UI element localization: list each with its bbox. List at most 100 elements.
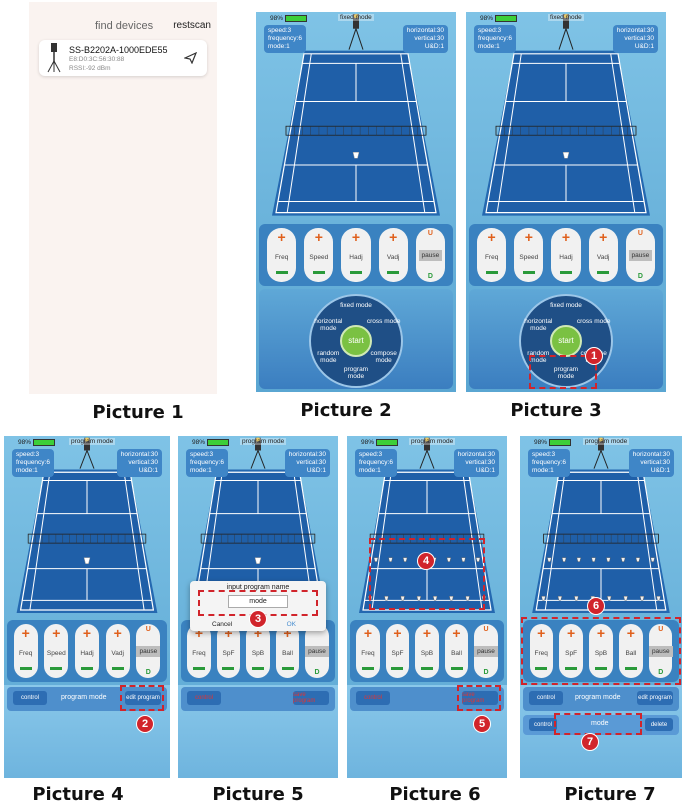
shuttle-marker[interactable] <box>591 557 596 562</box>
edit-program-button[interactable]: edit program <box>125 691 161 706</box>
rescan-button[interactable]: restscan <box>173 20 211 31</box>
minus-icon[interactable] <box>349 271 362 274</box>
plus-icon[interactable]: + <box>314 229 323 245</box>
program-name-input[interactable]: mode <box>228 595 288 608</box>
save-program-button[interactable]: save program <box>293 691 329 706</box>
shuttle-marker[interactable] <box>373 557 379 562</box>
plus-icon[interactable]: + <box>393 625 402 642</box>
shuttle-marker[interactable] <box>606 596 612 601</box>
control-spf[interactable]: +SpF <box>559 624 583 679</box>
up-button[interactable]: U <box>637 230 643 237</box>
control-speed[interactable]: +Speed <box>304 228 334 282</box>
shuttle-marker[interactable] <box>400 596 405 601</box>
wheel-horizontal-mode[interactable]: horizontal mode <box>314 318 343 333</box>
pause-button[interactable]: pause <box>648 645 673 657</box>
shuttle-marker[interactable] <box>541 596 546 601</box>
wheel-program-mode[interactable]: program mode <box>343 365 369 380</box>
minus-icon[interactable] <box>281 667 294 671</box>
start-button[interactable]: start <box>550 325 582 357</box>
control-hadj[interactable]: +Hadj <box>75 624 99 679</box>
delete-program-button[interactable]: delete <box>645 718 673 732</box>
shuttle-marker[interactable] <box>475 557 481 562</box>
control-speed[interactable]: +Speed <box>44 624 69 679</box>
plus-icon[interactable]: + <box>422 625 432 642</box>
plus-icon[interactable]: + <box>21 625 30 642</box>
edit-program-button[interactable]: edit program <box>637 691 673 706</box>
down-button[interactable]: D <box>483 669 489 677</box>
shuttle-marker[interactable] <box>639 596 645 601</box>
shuttle-marker[interactable] <box>388 557 393 562</box>
minus-icon[interactable] <box>251 667 264 671</box>
control-ball[interactable]: +Ball <box>444 624 469 679</box>
minus-icon[interactable] <box>450 667 463 671</box>
control-vadj[interactable]: +Vadj <box>105 624 130 679</box>
control-spf[interactable]: +SpF <box>385 624 410 679</box>
control-ball[interactable]: +Ball <box>275 624 300 679</box>
dialog-cancel-button[interactable]: Cancel <box>212 621 233 628</box>
minus-icon[interactable] <box>420 667 433 671</box>
plus-icon[interactable]: + <box>566 625 576 642</box>
plus-icon[interactable]: + <box>599 229 608 245</box>
control-spb[interactable]: +SpB <box>246 624 270 679</box>
up-button[interactable]: U <box>658 626 664 634</box>
up-button[interactable]: U <box>145 626 151 634</box>
device-card[interactable]: SS-B2202A-1000EDE55 E8:D0:3C:56:30:88 RS… <box>39 40 207 76</box>
minus-icon[interactable] <box>485 271 498 274</box>
control-tab-button[interactable]: control <box>13 691 47 706</box>
down-button[interactable]: D <box>314 669 320 677</box>
control-freq[interactable]: +Freq <box>267 228 297 282</box>
shuttle-marker[interactable] <box>446 557 452 562</box>
shuttle-marker[interactable] <box>650 557 655 562</box>
plus-icon[interactable]: + <box>253 625 263 642</box>
minus-icon[interactable] <box>81 667 93 671</box>
minus-icon[interactable] <box>535 667 548 671</box>
start-button[interactable]: start <box>340 325 372 357</box>
control-spf[interactable]: +SpF <box>216 624 241 679</box>
shuttle-marker[interactable] <box>402 557 408 562</box>
plus-icon[interactable]: + <box>363 625 373 642</box>
shuttle-marker[interactable] <box>547 557 552 562</box>
plus-icon[interactable]: + <box>194 625 204 642</box>
minus-icon[interactable] <box>192 667 205 671</box>
shuttle-marker[interactable] <box>416 596 422 601</box>
minus-icon[interactable] <box>312 271 325 274</box>
shuttle-marker[interactable] <box>465 596 470 601</box>
plus-icon[interactable]: + <box>283 625 292 642</box>
control-tab-button[interactable]: control <box>187 691 221 706</box>
control-hadj[interactable]: +Hadj <box>341 228 371 282</box>
minus-icon[interactable] <box>597 271 610 274</box>
shuttle-marker[interactable] <box>656 596 661 601</box>
shuttle-marker[interactable] <box>574 596 579 601</box>
down-button[interactable]: D <box>427 273 433 280</box>
minus-icon[interactable] <box>522 271 535 274</box>
shuttle-marker[interactable] <box>635 557 641 562</box>
shuttle-marker[interactable] <box>461 557 466 562</box>
control-ball[interactable]: +Ball <box>619 624 643 679</box>
dialog-ok-button[interactable]: OK <box>286 621 296 628</box>
minus-icon[interactable] <box>19 667 32 671</box>
minus-icon[interactable] <box>50 667 63 671</box>
wheel-program-mode[interactable]: program mode <box>553 365 579 380</box>
minus-icon[interactable] <box>361 667 374 671</box>
shuttle-marker[interactable] <box>606 557 611 562</box>
plus-icon[interactable]: + <box>626 625 635 642</box>
pause-button[interactable]: pause <box>305 645 329 657</box>
plus-icon[interactable]: + <box>224 625 233 642</box>
minus-icon[interactable] <box>222 667 235 671</box>
shuttle-marker[interactable] <box>561 557 567 562</box>
plus-icon[interactable]: + <box>351 229 361 245</box>
control-vadj[interactable]: +Vadj <box>378 228 408 282</box>
plus-icon[interactable]: + <box>487 229 496 245</box>
shuttle-marker[interactable] <box>432 596 438 601</box>
pause-button[interactable]: pause <box>474 645 498 657</box>
pause-button[interactable]: pause <box>418 249 443 261</box>
shuttle-marker[interactable] <box>449 596 454 601</box>
down-button[interactable]: D <box>145 669 151 677</box>
control-freq[interactable]: +Freq <box>356 624 380 679</box>
minus-icon[interactable] <box>111 667 124 671</box>
plus-icon[interactable]: + <box>524 229 533 245</box>
